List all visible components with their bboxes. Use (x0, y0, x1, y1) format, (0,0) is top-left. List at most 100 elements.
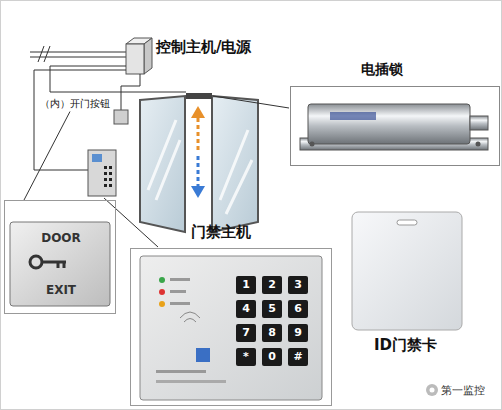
exit-button-picture (30, 256, 42, 268)
controller-picture (236, 276, 256, 294)
keypad-icon (109, 172, 112, 175)
key-digit: 8 (262, 324, 282, 342)
open-arrow (197, 156, 200, 186)
controller-picture (288, 276, 308, 294)
key-digit: 9 (288, 324, 308, 342)
key-digit: 7 (236, 324, 256, 342)
open-arrow (197, 118, 200, 186)
card-picture (397, 220, 417, 225)
door-leaf (140, 96, 258, 232)
key-digit: 2 (262, 276, 282, 294)
lock-picture (310, 142, 315, 147)
power-line (30, 57, 126, 58)
lock-picture (470, 116, 488, 130)
keypad-icon (104, 184, 107, 187)
key-digit: # (288, 348, 308, 366)
keypad-icon (109, 184, 112, 187)
controller-picture (156, 370, 206, 373)
control-box-icon (126, 44, 144, 74)
exit-button-picture (42, 262, 66, 268)
keypad-icon (104, 166, 107, 169)
controller-picture (170, 290, 186, 293)
key-digit: * (236, 348, 256, 366)
control-box-icon (126, 38, 152, 74)
controller-picture (262, 324, 282, 342)
node-heading: 控制主机/电源 (156, 38, 251, 57)
exit-button-panel: DOOR EXIT (4, 200, 116, 314)
controller-picture (288, 300, 308, 318)
open-arrow (197, 118, 200, 150)
key-digit: 6 (288, 300, 308, 318)
exit-button-label: （内）开门按钮 (40, 98, 110, 111)
open-arrowhead (191, 186, 205, 198)
node-heading: （内）开门按钮 (40, 98, 110, 111)
keypad-icon (109, 166, 112, 169)
controller-picture (262, 348, 282, 366)
key-digit: 4 (236, 300, 256, 318)
node-heading: ID门禁卡 (374, 336, 437, 355)
controller-picture (140, 256, 322, 400)
controller-picture (236, 276, 308, 366)
controller-picture (236, 300, 256, 318)
keypad-icon (88, 150, 116, 196)
leader-line (104, 198, 158, 247)
leader-line (213, 96, 289, 108)
watermark: 第一监控 (441, 383, 485, 398)
controller-picture (236, 348, 256, 366)
open-arrowhead (191, 106, 205, 198)
controller-picture (288, 348, 308, 366)
wire (121, 74, 140, 110)
power-line (30, 46, 126, 62)
controller-picture (196, 348, 210, 362)
power-line (30, 52, 126, 53)
controller-picture (288, 324, 308, 342)
keypad-icon (104, 178, 107, 181)
lock-panel: 电插锁 (290, 86, 500, 166)
keypad-icon (104, 166, 112, 187)
controller-picture (156, 380, 226, 383)
exit-button-icon (114, 110, 128, 124)
power-line (38, 46, 44, 62)
node-heading: 门禁主机 (191, 223, 251, 242)
controller-picture (159, 301, 165, 307)
controller-picture (262, 300, 282, 318)
watermark-icon (426, 384, 438, 396)
keypad-icon (88, 150, 116, 196)
key-digit: 3 (288, 276, 308, 294)
lock-on-door (186, 93, 212, 99)
card-picture (352, 212, 462, 330)
keypad-icon (92, 154, 102, 162)
key-digit: 0 (262, 348, 282, 366)
door-leaf (148, 120, 252, 214)
node-heading: 电插锁 (361, 61, 403, 79)
node-heading: DOOR (5, 231, 117, 246)
control-box-icon (144, 38, 152, 74)
watermark-icon (426, 384, 438, 396)
controller-picture (159, 277, 165, 283)
open-arrowhead (191, 106, 205, 118)
controller-picture (140, 256, 322, 400)
lock-picture (476, 142, 481, 147)
controller-picture (159, 289, 165, 295)
lock-picture (308, 104, 470, 144)
node-text: EXIT (5, 283, 117, 298)
controller-picture (170, 278, 190, 281)
leader-line (24, 112, 70, 201)
lock-picture (300, 104, 488, 150)
leader-line (24, 112, 70, 201)
id-card: ID门禁卡 (352, 212, 462, 330)
door-leaf (140, 96, 185, 232)
key-digit: 5 (262, 300, 282, 318)
key-digit: 1 (236, 276, 256, 294)
watermark-icon (430, 388, 435, 393)
controller-picture (180, 312, 200, 322)
keypad-icon (104, 172, 107, 175)
controller-picture (170, 302, 190, 305)
power-line (44, 46, 50, 62)
lock-picture (330, 112, 376, 120)
card-picture (352, 212, 462, 330)
keypad-icon (109, 178, 112, 181)
controller-picture (262, 276, 282, 294)
controller-picture (236, 324, 256, 342)
